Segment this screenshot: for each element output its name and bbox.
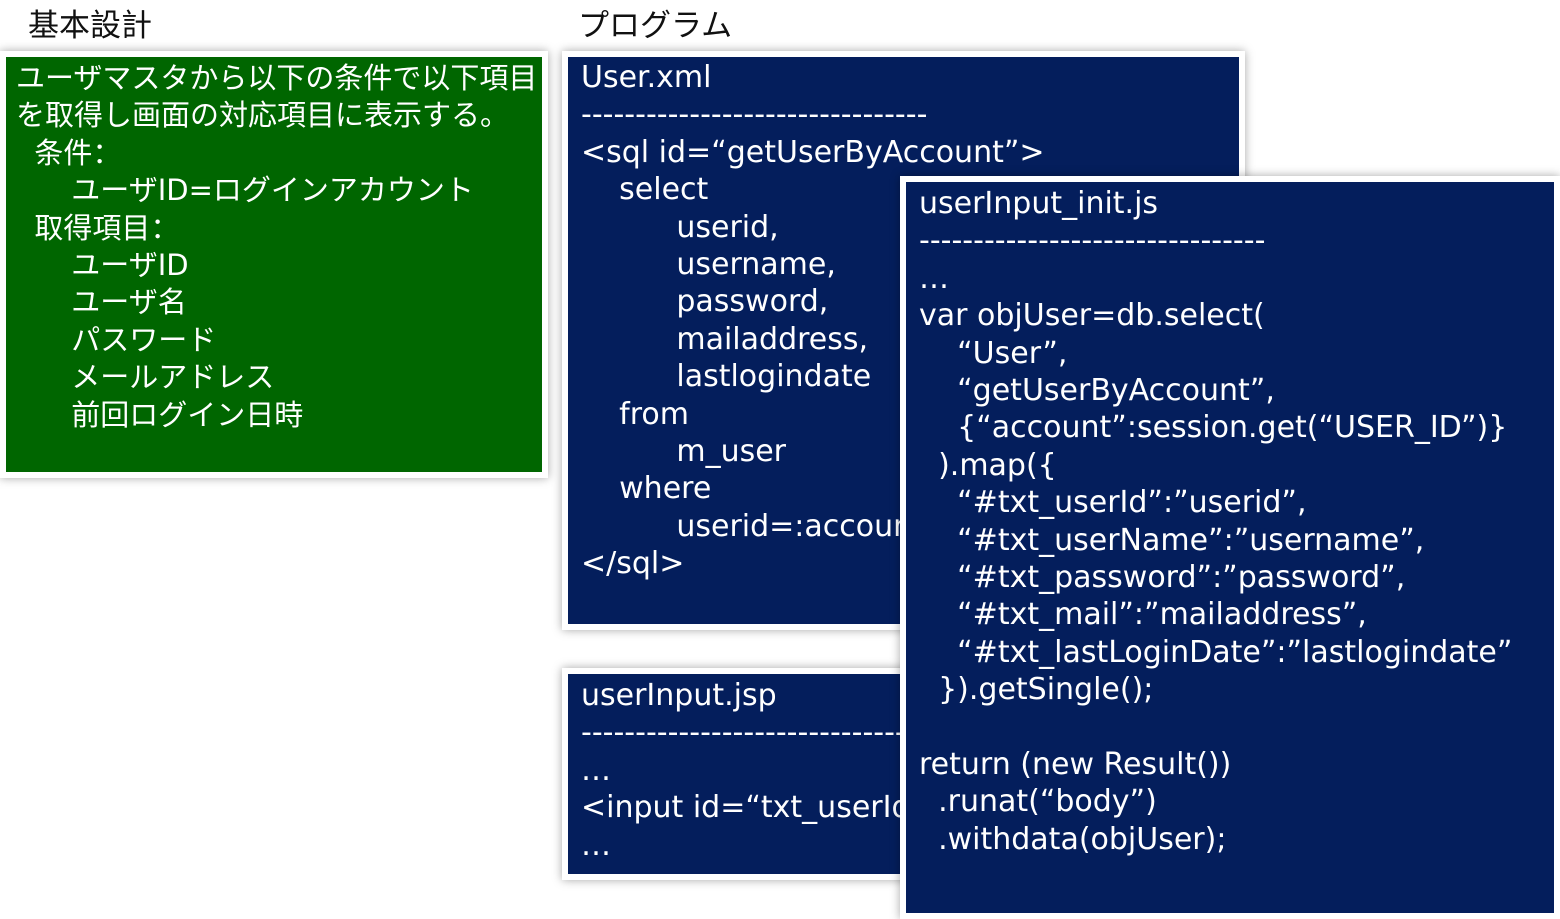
code-line: select — [581, 172, 709, 208]
code-line: password, — [581, 284, 829, 320]
code-line: -------------------------------- — [919, 223, 1266, 259]
code-line: <sql id=“getUserByAccount”> — [581, 134, 1045, 170]
design-line: ユーザID — [16, 248, 189, 283]
design-line: パスワード — [16, 322, 217, 357]
basic-design-panel: ユーザマスタから以下の条件で以下項目 を取得し画面の対応項目に表示する。 条件：… — [6, 57, 542, 472]
code-line: from — [581, 396, 689, 432]
code-line: “User”, — [919, 335, 1068, 371]
code-line: </sql> — [581, 546, 685, 582]
user-input-jsp-panel: userInput.jsp --------------------------… — [568, 674, 968, 874]
design-line: ユーザID=ログインアカウント — [16, 173, 474, 208]
code-line: … — [581, 827, 611, 863]
code-line: “#txt_lastLoginDate”:”lastlogindate” — [919, 634, 1513, 670]
code-line: “#txt_userName”:”username”, — [919, 522, 1425, 558]
basic-design-lines: ユーザマスタから以下の条件で以下項目 を取得し画面の対応項目に表示する。 条件：… — [16, 60, 542, 434]
design-line: 条件： — [16, 135, 122, 170]
code-line: … — [919, 260, 949, 296]
code-line: }).getSingle(); — [919, 672, 1154, 708]
code-line: “#txt_password”:”password”, — [919, 560, 1406, 596]
code-line: where — [581, 471, 712, 507]
code-line: mailaddress, — [581, 321, 869, 357]
user-input-init-js-panel: userInput_init.js ----------------------… — [906, 182, 1554, 913]
user-input-jsp-title: userInput.jsp — [581, 678, 777, 713]
code-line: userid=:account — [581, 508, 924, 544]
code-line: username, — [581, 247, 836, 283]
code-line: -------------------------------- — [581, 97, 928, 133]
code-line: .runat(“body”) — [919, 784, 1157, 820]
code-line-blank — [919, 709, 1554, 746]
design-line: ユーザマスタから以下の条件で以下項目 — [16, 61, 538, 95]
code-line: userid, — [581, 209, 779, 245]
code-line: -------------------------------- — [581, 715, 928, 751]
code-line: … — [581, 752, 611, 788]
user-input-init-js-title: userInput_init.js — [919, 186, 1159, 221]
user-xml-title: User.xml — [581, 60, 712, 95]
code-line: ).map({ — [919, 447, 1057, 483]
code-line: return (new Result()) — [919, 747, 1232, 783]
code-line: {“account”:session.get(“USER_ID”)} — [919, 410, 1508, 446]
design-line: 取得項目： — [16, 210, 180, 245]
design-line: 前回ログイン日時 — [16, 397, 304, 432]
heading-program: プログラム — [578, 8, 733, 44]
heading-basic-design: 基本設計 — [28, 8, 152, 44]
code-line: “#txt_userId”:”userid”, — [919, 485, 1307, 521]
design-line: メールアドレス — [16, 360, 275, 395]
design-line: を取得し画面の対応項目に表示する。 — [16, 98, 510, 133]
code-line: “getUserByAccount”, — [919, 373, 1275, 409]
code-line: .withdata(objUser); — [919, 821, 1227, 857]
code-line: “#txt_mail”:”mailaddress”, — [919, 597, 1367, 633]
design-line: ユーザ名 — [16, 285, 187, 320]
code-line: var objUser=db.select( — [919, 298, 1265, 334]
code-line: lastlogindate — [581, 359, 872, 395]
code-line: m_user — [581, 434, 787, 470]
